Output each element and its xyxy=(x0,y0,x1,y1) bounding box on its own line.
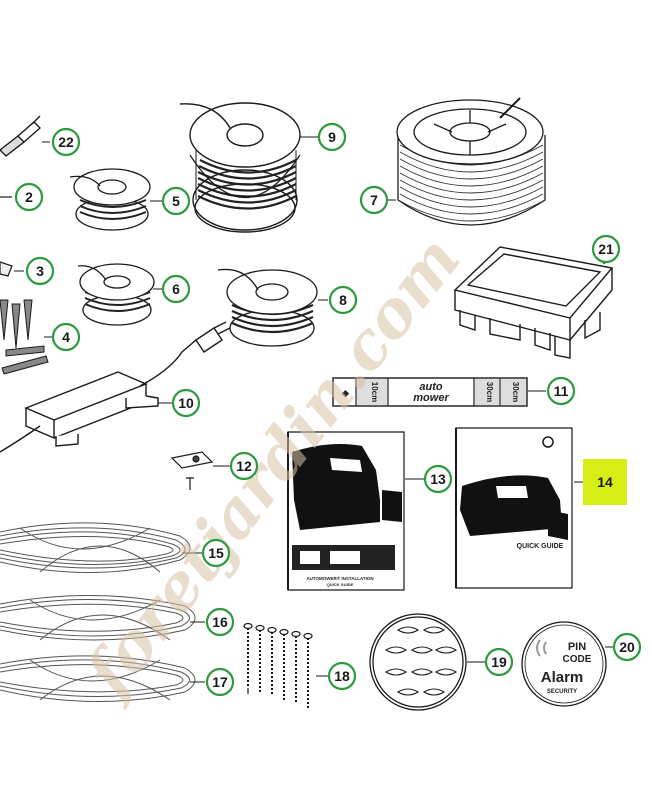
callout-number: 12 xyxy=(236,458,252,474)
callout-number: 16 xyxy=(212,614,228,630)
callout-layer: 22 9 2 5 7 21 3 6 8 4 11 10 12 13 14 15 16 17 18 19 20 xyxy=(14,122,642,697)
callout-12: 12 xyxy=(229,451,259,481)
part-11-measuring-ruler: ◆ 10cm auto mower 30cm 30cm xyxy=(332,377,528,407)
part-17-cable-loop xyxy=(0,655,196,702)
callout-22: 22 xyxy=(51,127,81,157)
ruler-mark-30cm-b: 30cm xyxy=(511,382,520,402)
callout-11: 11 xyxy=(546,376,576,406)
callout-21: 21 xyxy=(591,234,621,264)
callout-number: 11 xyxy=(554,383,569,399)
callout-number: 18 xyxy=(334,668,350,684)
part-8-wire-spool-guide xyxy=(217,268,318,347)
callout-ring xyxy=(612,632,642,662)
callout-3: 3 xyxy=(25,256,55,286)
callout-number: 7 xyxy=(370,192,378,208)
callout-15: 15 xyxy=(201,538,231,568)
callout-ring xyxy=(317,122,347,152)
part-6-wire-spool-medium xyxy=(77,263,155,326)
callout-ring xyxy=(161,186,191,216)
callout-20: 20 xyxy=(612,632,642,662)
part-19-charging-plate-disc xyxy=(369,613,467,711)
part-15-cable-loop xyxy=(0,522,191,573)
callout-7: 7 xyxy=(359,185,389,215)
callout-ring xyxy=(359,185,389,215)
callout-number: 15 xyxy=(208,545,224,561)
part-12-clip-screw xyxy=(170,451,214,490)
callout-number: 5 xyxy=(172,193,180,209)
part-21-storage-case xyxy=(453,246,614,359)
callout-ring xyxy=(25,256,55,286)
ruler-mower-text: mower xyxy=(413,392,449,404)
ruler-mark-10cm: 10cm xyxy=(370,382,379,402)
callout-number: 19 xyxy=(491,654,507,670)
callout-number: 10 xyxy=(178,395,194,411)
callout-number: 17 xyxy=(212,674,228,690)
manual-13-line2: QUICK GUIDE xyxy=(327,582,354,587)
callout-highlight xyxy=(583,459,627,505)
callout-ring xyxy=(205,667,235,697)
callout-number: 8 xyxy=(339,292,347,308)
callout-2: 2 xyxy=(14,182,44,212)
ruler-auto-text: auto xyxy=(419,381,443,393)
callout-number: 21 xyxy=(598,241,614,257)
callout-5: 5 xyxy=(161,186,191,216)
callout-number: 20 xyxy=(619,639,635,655)
part-7-wire-spool-boundary xyxy=(396,97,546,226)
part-5-wire-spool-small xyxy=(69,168,151,231)
callout-19: 19 xyxy=(484,647,514,677)
callout-ring xyxy=(229,451,259,481)
callout-number: 3 xyxy=(36,263,44,279)
svg-text:◆: ◆ xyxy=(341,388,350,398)
part-16-cable-loop xyxy=(0,595,196,641)
callout-18: 18 xyxy=(327,661,357,691)
callout-6: 6 xyxy=(161,274,191,304)
callout-ring xyxy=(171,388,201,418)
callout-number: 6 xyxy=(172,281,180,297)
sticker-code-text: CODE xyxy=(563,654,592,665)
callout-ring xyxy=(14,182,44,212)
part-13-installation-manual: AUTOMOWER® INSTALLATION QUICK GUIDE xyxy=(287,431,405,591)
callout-ring xyxy=(161,274,191,304)
callout-10: 10 xyxy=(171,388,201,418)
callout-number: 14 xyxy=(597,474,613,490)
callout-number: 22 xyxy=(58,134,74,150)
ruler-mark-30cm-a: 30cm xyxy=(485,382,494,402)
part-14-quick-guide: QUICK GUIDE xyxy=(455,427,573,589)
callout-9: 9 xyxy=(317,122,347,152)
callout-ring xyxy=(205,607,235,637)
part-4-pegs xyxy=(0,299,49,375)
callout-13: 13 xyxy=(423,464,453,494)
callout-number: 9 xyxy=(328,129,336,145)
part-10-power-supply xyxy=(0,321,231,453)
callout-ring xyxy=(328,285,358,315)
sticker-pin-text: PIN xyxy=(568,641,586,653)
manual-13-line1: AUTOMOWER® INSTALLATION xyxy=(306,575,373,581)
callout-number: 4 xyxy=(62,329,70,345)
callout-14: 14 xyxy=(583,459,627,505)
callout-ring xyxy=(423,464,453,494)
callout-ring xyxy=(484,647,514,677)
callout-8: 8 xyxy=(328,285,358,315)
sticker-security-text: SECURITY xyxy=(547,689,577,695)
manual-14-title: QUICK GUIDE xyxy=(517,543,564,550)
callout-ring xyxy=(201,538,231,568)
callout-ring xyxy=(51,127,81,157)
callout-number: 13 xyxy=(430,471,446,487)
callout-ring xyxy=(591,234,621,264)
callout-17: 17 xyxy=(205,667,235,697)
callout-16: 16 xyxy=(205,607,235,637)
callout-4: 4 xyxy=(51,322,81,352)
part-3-edge-piece xyxy=(0,261,13,277)
callout-number: 2 xyxy=(25,189,33,205)
part-9-wire-spool-large xyxy=(179,102,301,233)
callout-ring xyxy=(327,661,357,691)
part-22-connector-pin xyxy=(0,115,42,157)
callout-ring xyxy=(51,322,81,352)
part-20-pin-code-alarm-sticker: PIN CODE Alarm SECURITY xyxy=(521,621,607,707)
callout-ring xyxy=(546,376,576,406)
part-18-screws xyxy=(243,622,313,708)
sticker-alarm-text: Alarm xyxy=(541,669,584,686)
